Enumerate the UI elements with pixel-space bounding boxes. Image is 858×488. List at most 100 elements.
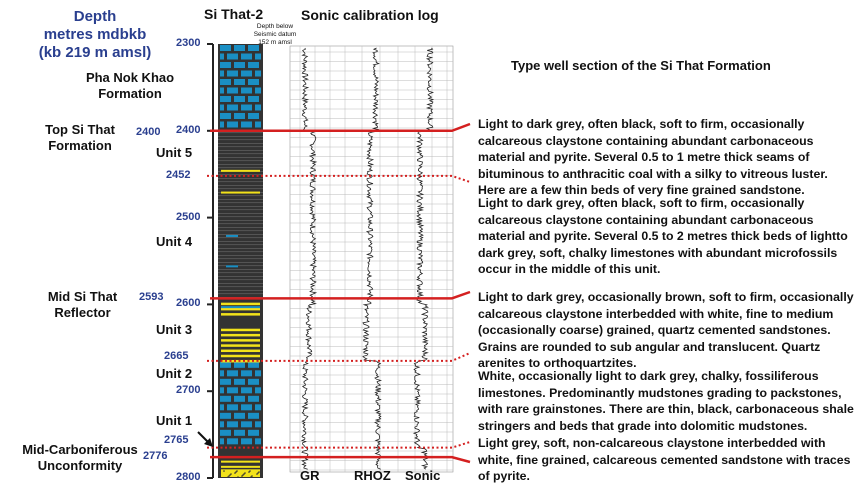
limestone-brick	[220, 370, 224, 377]
depth-title-line: metres mdbkb	[43, 26, 147, 43]
depth-title-line: (kb 219 m amsl)	[38, 44, 152, 61]
limestone-brick	[234, 395, 245, 402]
limestone-brick	[248, 395, 259, 402]
log-title: Sonic calibration log	[301, 7, 439, 23]
datum-line: 152 m amsl	[258, 39, 292, 46]
gr-curve	[300, 47, 318, 470]
limestone-brick	[220, 387, 224, 394]
limestone-brick	[220, 412, 231, 419]
limestone-brick	[255, 87, 261, 94]
limestone-brick	[227, 438, 238, 445]
log-track	[289, 45, 454, 473]
boundary-depth-label: 2593	[139, 291, 164, 303]
sandstone-bed	[221, 460, 260, 463]
limestone-brick	[220, 87, 224, 94]
limestone-brick	[220, 62, 231, 68]
limestone-brick	[241, 438, 252, 445]
limestone-brick	[227, 70, 238, 77]
limestone-brick	[227, 87, 238, 94]
boundary-line	[210, 290, 471, 300]
depth-tick-label: 2800	[176, 471, 201, 483]
limestone-brick	[234, 62, 245, 68]
limestone-brick	[220, 53, 224, 60]
limestone-brick	[220, 421, 224, 428]
boundary-depth-label: 2765	[164, 434, 189, 446]
limestone-brick	[220, 113, 231, 119]
boundary-line-dotted	[207, 174, 471, 183]
sand-grain	[248, 471, 250, 473]
log-label-sonic: Sonic	[405, 468, 441, 483]
limestone-brick	[248, 429, 259, 436]
limestone-brick	[248, 45, 259, 51]
limestone-brick	[255, 387, 261, 394]
depth-tick-label: 2700	[176, 384, 201, 397]
depth-tick-label: 2500	[176, 210, 201, 223]
depth-axis-title: Depth metres mdbkb (kb 219 m amsl)	[30, 8, 160, 62]
limestone-bed	[221, 306, 260, 309]
sand-grain	[223, 470, 225, 472]
sandstone-bed	[221, 313, 260, 316]
limestone-brick	[220, 438, 224, 445]
arrow-icon	[204, 438, 213, 447]
boundary-line	[210, 455, 471, 464]
limestone-brick	[234, 45, 245, 51]
unit-1-label: Unit 1	[156, 413, 193, 428]
limestone-brick	[227, 370, 238, 377]
unit-4-label: Unit 4	[156, 234, 193, 249]
sand-bed	[221, 169, 260, 172]
limestone-brick	[234, 113, 245, 119]
limestone-brick	[255, 370, 261, 377]
sand-grain	[235, 471, 237, 473]
sandstone-bed	[221, 349, 260, 353]
sandstone-bed	[221, 465, 260, 468]
limestone-brick	[241, 387, 252, 394]
well-name: Si That-2	[204, 6, 264, 22]
limestone-brick	[248, 62, 259, 68]
limestone-brick	[255, 53, 261, 60]
limestone-brick	[241, 53, 252, 60]
limestone-brick	[234, 412, 245, 419]
sandstone-bed	[221, 307, 260, 311]
sand-grain	[244, 472, 246, 474]
sand-grain	[228, 475, 230, 477]
rhoz-curve	[362, 47, 383, 470]
limestone-brick	[248, 96, 259, 102]
sand-grain	[250, 476, 252, 478]
limestone-brick	[255, 104, 261, 111]
sandstone-bed	[221, 354, 260, 358]
limestone-brick	[234, 361, 245, 368]
depth-tick-label: 2600	[176, 297, 201, 310]
sand-grain	[229, 474, 231, 476]
formation-top-si-that: Top Si That Formation	[45, 122, 115, 153]
limestone-brick	[241, 104, 252, 111]
sandstone-bed	[221, 302, 260, 306]
limestone-brick	[220, 104, 224, 111]
log-label-rhoz: RHOZ	[354, 468, 391, 483]
boundary-line-dotted	[207, 352, 471, 362]
limestone-brick	[220, 79, 231, 85]
limestone-brick	[227, 104, 238, 111]
boundary-depth-label: 2400	[136, 126, 161, 138]
limestone-brick	[220, 361, 231, 368]
unit-2-label: Unit 2	[156, 366, 193, 381]
limestone-brick	[248, 113, 259, 119]
sand-grain	[227, 476, 229, 478]
limestone-brick	[234, 429, 245, 436]
sand-bed	[221, 191, 260, 194]
datum-line: Depth below	[256, 23, 294, 30]
depth-tick-label: 2400	[176, 123, 201, 136]
boundary-depth-label: 2776	[143, 450, 168, 462]
sand-grain	[256, 473, 258, 475]
limestone-brick	[220, 121, 224, 128]
limestone-brick	[220, 70, 224, 77]
description-unit-3: Light to dark grey, occasionally brown, …	[478, 290, 854, 371]
sandstone-bed	[221, 328, 260, 332]
limestone-bed	[226, 265, 238, 268]
formation-mid-si-that-reflector: Mid Si That Reflector	[47, 289, 118, 320]
limestone-brick	[234, 79, 245, 85]
description-unit-4: Light to dark grey, often black, soft to…	[478, 196, 848, 277]
formation-pha-nok-khao: Pha Nok Khao Formation	[85, 70, 175, 101]
boundary-line-dotted	[207, 441, 471, 449]
section-title: Type well section of the Si That Formati…	[511, 58, 771, 73]
